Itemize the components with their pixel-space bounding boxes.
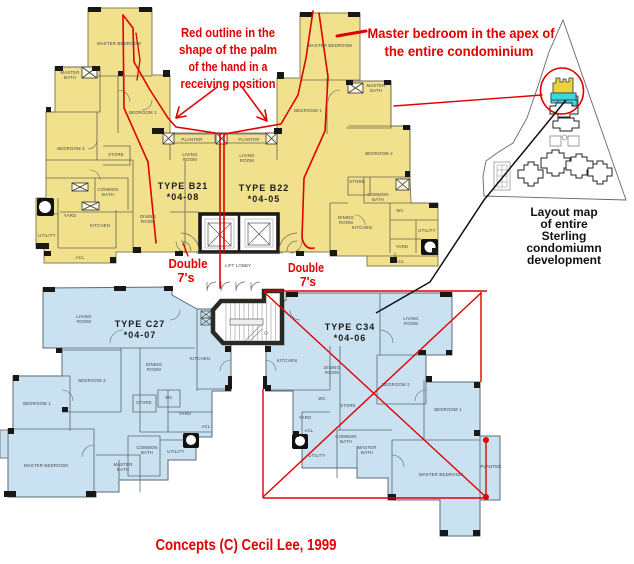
svg-text:ROOM: ROOM <box>77 319 91 324</box>
svg-text:*04-07: *04-07 <box>124 330 157 340</box>
svg-text:DINING: DINING <box>338 215 355 220</box>
svg-text:the entire condominium: the entire condominium <box>385 43 534 59</box>
svg-text:TYPE C27: TYPE C27 <box>115 319 166 329</box>
svg-text:UTILITY: UTILITY <box>38 233 55 238</box>
svg-text:TYPE C34: TYPE C34 <box>325 322 376 332</box>
svg-text:BEDROOM 2: BEDROOM 2 <box>365 151 393 156</box>
svg-text:ROOM: ROOM <box>404 321 418 326</box>
svg-text:DINING: DINING <box>146 362 163 367</box>
svg-text:STORE: STORE <box>340 403 356 408</box>
svg-text:WC: WC <box>318 396 326 401</box>
svg-text:YARD: YARD <box>396 244 408 249</box>
svg-text:ROOM: ROOM <box>240 158 254 163</box>
svg-text:BATH: BATH <box>372 197 384 202</box>
svg-text:UTILITY: UTILITY <box>167 449 184 454</box>
svg-text:BEDROOM 2: BEDROOM 2 <box>382 382 410 387</box>
svg-text:Double: Double <box>288 260 324 275</box>
svg-text:MASTER BEDROOM: MASTER BEDROOM <box>419 472 463 477</box>
svg-text:ACL: ACL <box>76 255 85 260</box>
svg-text:YARD: YARD <box>179 411 191 416</box>
svg-text:shape of the palm: shape of the palm <box>179 42 277 57</box>
svg-text:MASTER: MASTER <box>366 83 385 88</box>
svg-text:of entire: of entire <box>540 217 588 231</box>
svg-text:*04-08: *04-08 <box>167 192 200 202</box>
svg-text:LIFT LOBBY: LIFT LOBBY <box>225 263 251 268</box>
svg-text:KITCHEN: KITCHEN <box>277 358 297 363</box>
svg-text:ROOM: ROOM <box>339 220 353 225</box>
svg-text:BEDROOM 2: BEDROOM 2 <box>78 378 106 383</box>
svg-text:STORE: STORE <box>136 400 152 405</box>
svg-text:Double: Double <box>169 256 208 271</box>
svg-text:BATH: BATH <box>117 467 129 472</box>
svg-text:PLANTER: PLANTER <box>480 464 501 469</box>
svg-text:BATH: BATH <box>141 450 153 455</box>
svg-text:KITCHEN: KITCHEN <box>190 356 210 361</box>
svg-text:BEDROOM 1: BEDROOM 1 <box>294 108 322 113</box>
svg-text:TYPE B21: TYPE B21 <box>158 181 209 191</box>
svg-text:Concepts (C) Cecil Lee, 1999: Concepts (C) Cecil Lee, 1999 <box>156 537 337 554</box>
svg-text:BEDROOM 1: BEDROOM 1 <box>129 110 157 115</box>
svg-text:BATH: BATH <box>340 439 352 444</box>
svg-text:ROOM: ROOM <box>147 367 161 372</box>
svg-text:development: development <box>527 253 601 267</box>
svg-text:condomiumn: condomiumn <box>526 241 601 255</box>
svg-text:MASTER: MASTER <box>60 70 79 75</box>
svg-text:ROOM: ROOM <box>141 219 155 224</box>
svg-text:Red outline in the: Red outline in the <box>181 25 275 40</box>
svg-text:KITCHEN: KITCHEN <box>352 225 372 230</box>
svg-text:receiving position: receiving position <box>181 76 276 91</box>
svg-text:COMMON: COMMON <box>97 187 118 192</box>
svg-text:*04-06: *04-06 <box>334 333 367 343</box>
svg-text:YARD: YARD <box>299 415 311 420</box>
svg-text:YARD: YARD <box>64 213 76 218</box>
svg-text:MASTER: MASTER <box>113 462 132 467</box>
svg-text:TYPE B22: TYPE B22 <box>239 183 290 193</box>
svg-text:COMMON: COMMON <box>136 445 157 450</box>
svg-text:Master bedroom in the apex of: Master bedroom in the apex of <box>368 25 555 41</box>
svg-text:MASTER: MASTER <box>357 445 376 450</box>
svg-text:DINING: DINING <box>140 214 157 219</box>
svg-text:MASTER BEDROOM: MASTER BEDROOM <box>97 41 141 46</box>
svg-text:ROOM: ROOM <box>183 157 197 162</box>
svg-text:BATH: BATH <box>102 192 114 197</box>
svg-text:of the hand in a: of the hand in a <box>189 59 269 74</box>
svg-text:COMMON: COMMON <box>367 192 388 197</box>
svg-text:UTILITY: UTILITY <box>418 228 435 233</box>
svg-text:BATH: BATH <box>370 88 382 93</box>
svg-text:Sterling: Sterling <box>542 229 587 243</box>
svg-text:ACL: ACL <box>396 259 405 264</box>
svg-text:ACL: ACL <box>305 428 314 433</box>
svg-text:PLANTER: PLANTER <box>181 137 202 142</box>
svg-text:ACL: ACL <box>202 424 211 429</box>
svg-text:LIVING: LIVING <box>239 153 255 158</box>
svg-text:WC: WC <box>165 395 173 400</box>
svg-text:LIVING: LIVING <box>76 314 92 319</box>
svg-text:7's: 7's <box>178 270 195 285</box>
svg-text:MASTER BEDROOM: MASTER BEDROOM <box>308 43 352 48</box>
svg-text:*04-05: *04-05 <box>248 194 281 204</box>
svg-text:UTILITY: UTILITY <box>308 453 325 458</box>
svg-text:COMMON: COMMON <box>335 434 356 439</box>
svg-text:LIVING: LIVING <box>403 316 419 321</box>
svg-text:BATH: BATH <box>64 75 76 80</box>
svg-text:BEDROOM 2: BEDROOM 2 <box>57 146 85 151</box>
svg-text:MASTER BEDROOM: MASTER BEDROOM <box>24 463 68 468</box>
svg-text:DINING: DINING <box>324 365 341 370</box>
svg-text:PLANTER: PLANTER <box>238 137 259 142</box>
svg-text:7's: 7's <box>300 274 316 289</box>
svg-text:Layout map: Layout map <box>530 205 597 219</box>
svg-text:LIVING: LIVING <box>182 152 198 157</box>
svg-text:STORE: STORE <box>349 179 365 184</box>
svg-text:BEDROOM 1: BEDROOM 1 <box>434 407 462 412</box>
svg-text:BATH: BATH <box>361 450 373 455</box>
svg-text:STORE: STORE <box>108 152 124 157</box>
svg-text:ROOM: ROOM <box>325 370 339 375</box>
svg-text:WC: WC <box>396 208 404 213</box>
svg-text:BEDROOM 1: BEDROOM 1 <box>23 401 51 406</box>
svg-text:KITCHEN: KITCHEN <box>90 223 110 228</box>
